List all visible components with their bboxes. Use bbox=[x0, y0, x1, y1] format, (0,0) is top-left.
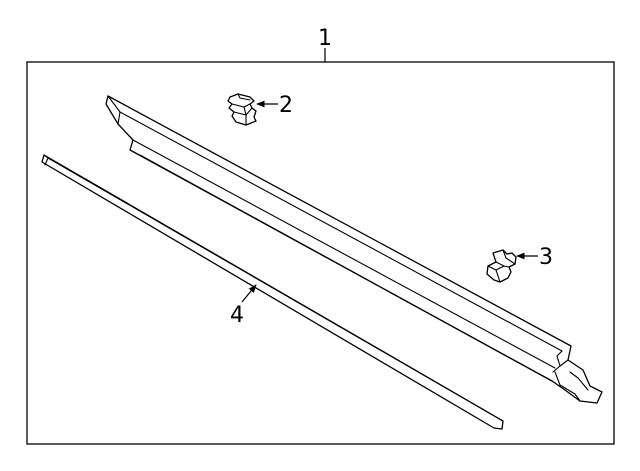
callout-4-leader bbox=[241, 284, 257, 303]
clip-part-2 bbox=[227, 93, 257, 126]
callout-2: 2 bbox=[279, 93, 293, 118]
rocker-panel-moulding bbox=[105, 95, 603, 404]
fastener-part-3 bbox=[486, 249, 517, 283]
callout-3: 3 bbox=[539, 245, 553, 270]
moulding-strip bbox=[41, 154, 504, 430]
assembly-frame bbox=[26, 61, 615, 445]
callout-1: 1 bbox=[318, 26, 332, 51]
callout-4: 4 bbox=[230, 303, 244, 328]
